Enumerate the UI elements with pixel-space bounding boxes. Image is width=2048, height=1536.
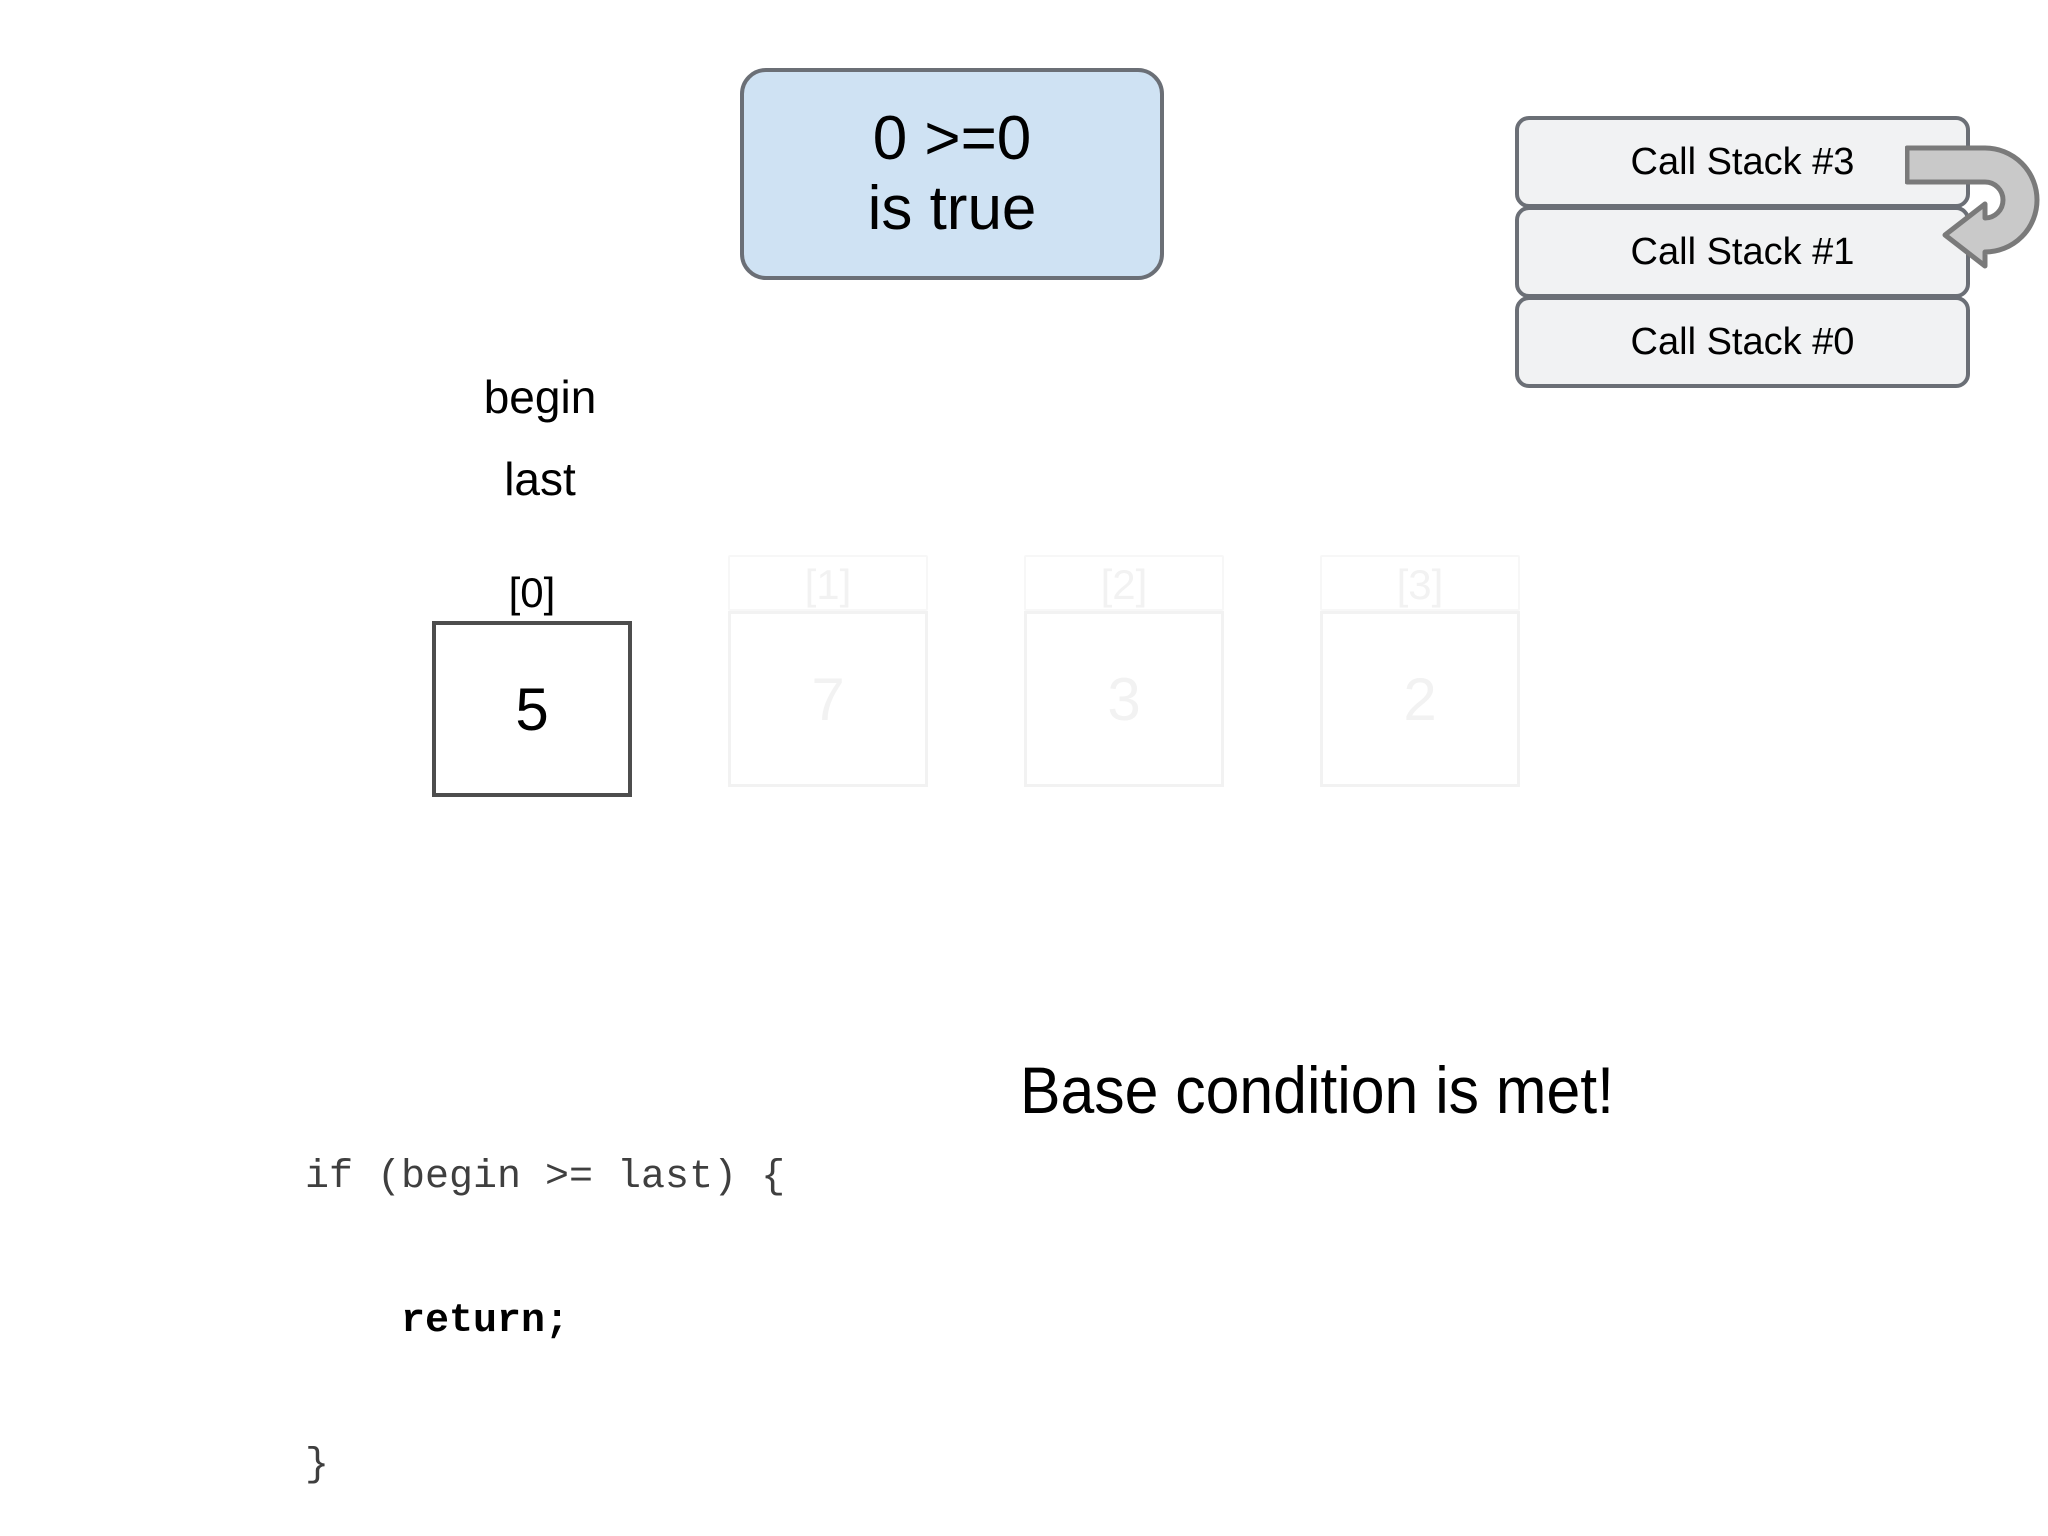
array-cell-2[interactable]: [2] 3 <box>1024 555 1224 787</box>
array-cell-3-value: 2 <box>1320 611 1520 787</box>
code-line-return-wrapper: return; <box>305 1298 1337 1346</box>
call-stack-frame-3[interactable]: Call Stack #3 <box>1515 116 1970 208</box>
call-stack-frame-0[interactable]: Call Stack #0 <box>1515 296 1970 388</box>
array-cell-0[interactable]: [0] 5 <box>432 565 632 797</box>
pointer-label-begin: begin <box>483 371 597 423</box>
call-stack-panel: Call Stack #3 Call Stack #1 Call Stack #… <box>1515 116 1970 388</box>
condition-callout-line-2: is true <box>867 174 1037 243</box>
array-cell-2-value: 3 <box>1024 611 1224 787</box>
array-cell-2-index: [2] <box>1024 555 1224 611</box>
base-condition-note: Base condition is met! <box>1020 1053 1615 1127</box>
call-stack-frame-1[interactable]: Call Stack #1 <box>1515 206 1970 298</box>
code-line-if: if (begin >= last) { <box>305 1155 786 1200</box>
code-line-return-indent <box>305 1299 401 1344</box>
array-cell-3[interactable]: [3] 2 <box>1320 555 1520 787</box>
array-cell-0-value: 5 <box>432 621 632 797</box>
array-cell-1[interactable]: [1] 7 <box>728 555 928 787</box>
condition-callout-line-1: 0 >=0 <box>872 103 1032 173</box>
code-line-close-brace: } <box>305 1443 330 1488</box>
pointer-label-last: last <box>504 453 576 505</box>
array-cell-3-index: [3] <box>1320 555 1520 611</box>
call-stack-frame-1-label: Call Stack #1 <box>1630 230 1855 273</box>
code-block: if (begin >= last) { return; } int middl… <box>305 1058 1337 1536</box>
array-cell-1-index: [1] <box>728 555 928 611</box>
condition-callout-box: 0 >=0 is true <box>740 68 1164 280</box>
call-stack-frame-0-label: Call Stack #0 <box>1630 320 1855 363</box>
array-cell-1-value: 7 <box>728 611 928 787</box>
call-stack-frame-3-label: Call Stack #3 <box>1630 140 1855 183</box>
array-cell-0-index: [0] <box>508 569 556 616</box>
code-line-return: return; <box>401 1299 570 1344</box>
